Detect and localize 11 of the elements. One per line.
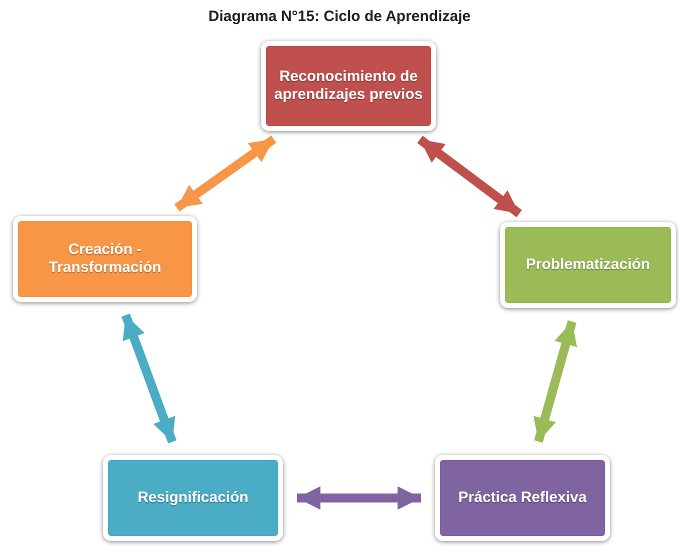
- double-arrow: [297, 486, 421, 510]
- double-arrow: [417, 136, 522, 218]
- box-label: Práctica Reflexiva: [458, 489, 587, 507]
- double-arrow: [533, 320, 578, 443]
- box-label: Problematización: [526, 256, 650, 274]
- box-label: Reconocimiento de aprendizajes previos: [273, 68, 424, 104]
- box-label: Resignificación: [138, 489, 248, 507]
- double-arrow: [174, 135, 276, 212]
- double-arrow: [121, 314, 177, 444]
- diagram-title: Diagrama N°15: Ciclo de Aprendizaje: [207, 8, 472, 25]
- box-label: Creación - Transformación: [48, 241, 162, 277]
